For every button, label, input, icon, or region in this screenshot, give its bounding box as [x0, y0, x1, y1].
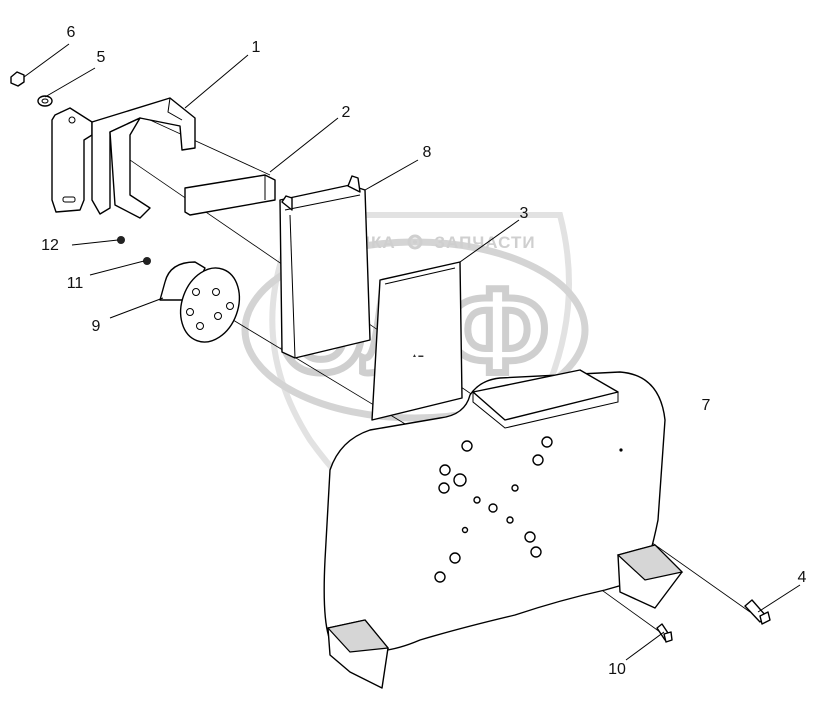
callout-3: 3: [520, 205, 529, 222]
part-11-washer: [143, 257, 151, 265]
callout-11: 11: [67, 275, 84, 292]
part-9-disc: [159, 261, 241, 343]
callout-12: 12: [41, 237, 59, 254]
part-6-nut: [10, 71, 25, 87]
callout-6: 6: [67, 24, 76, 41]
gear-icon: [407, 234, 423, 250]
part-12-nut: [117, 236, 125, 244]
callout-2: 2: [342, 104, 351, 121]
callout-10: 10: [608, 661, 626, 678]
callout-1: 1: [252, 39, 261, 56]
callout-labels: 6 5 1 2 8 3 12 11 9 7 4 10: [41, 24, 806, 678]
hardware-washers: [473, 496, 514, 524]
part-1-bracket: [51, 97, 196, 219]
callout-8: 8: [423, 144, 432, 161]
watermark-bottom-text: ЗАПЧАСТИ: [434, 233, 535, 252]
part-8-housing: [279, 175, 371, 359]
callout-4: 4: [798, 569, 807, 586]
part-2-plate: [184, 174, 276, 216]
part-3-panel: ▲ ▬: [371, 261, 463, 421]
part-4-screw: [744, 599, 771, 625]
svg-text:▲ ▬: ▲ ▬: [412, 353, 423, 359]
seat-holes: [434, 436, 553, 583]
callout-5: 5: [97, 49, 106, 66]
callout-7: 7: [702, 397, 711, 414]
part-5-washer: [37, 95, 53, 107]
callout-9: 9: [92, 318, 101, 335]
leader-lines: [23, 43, 801, 661]
part-10-screw: [656, 623, 673, 643]
